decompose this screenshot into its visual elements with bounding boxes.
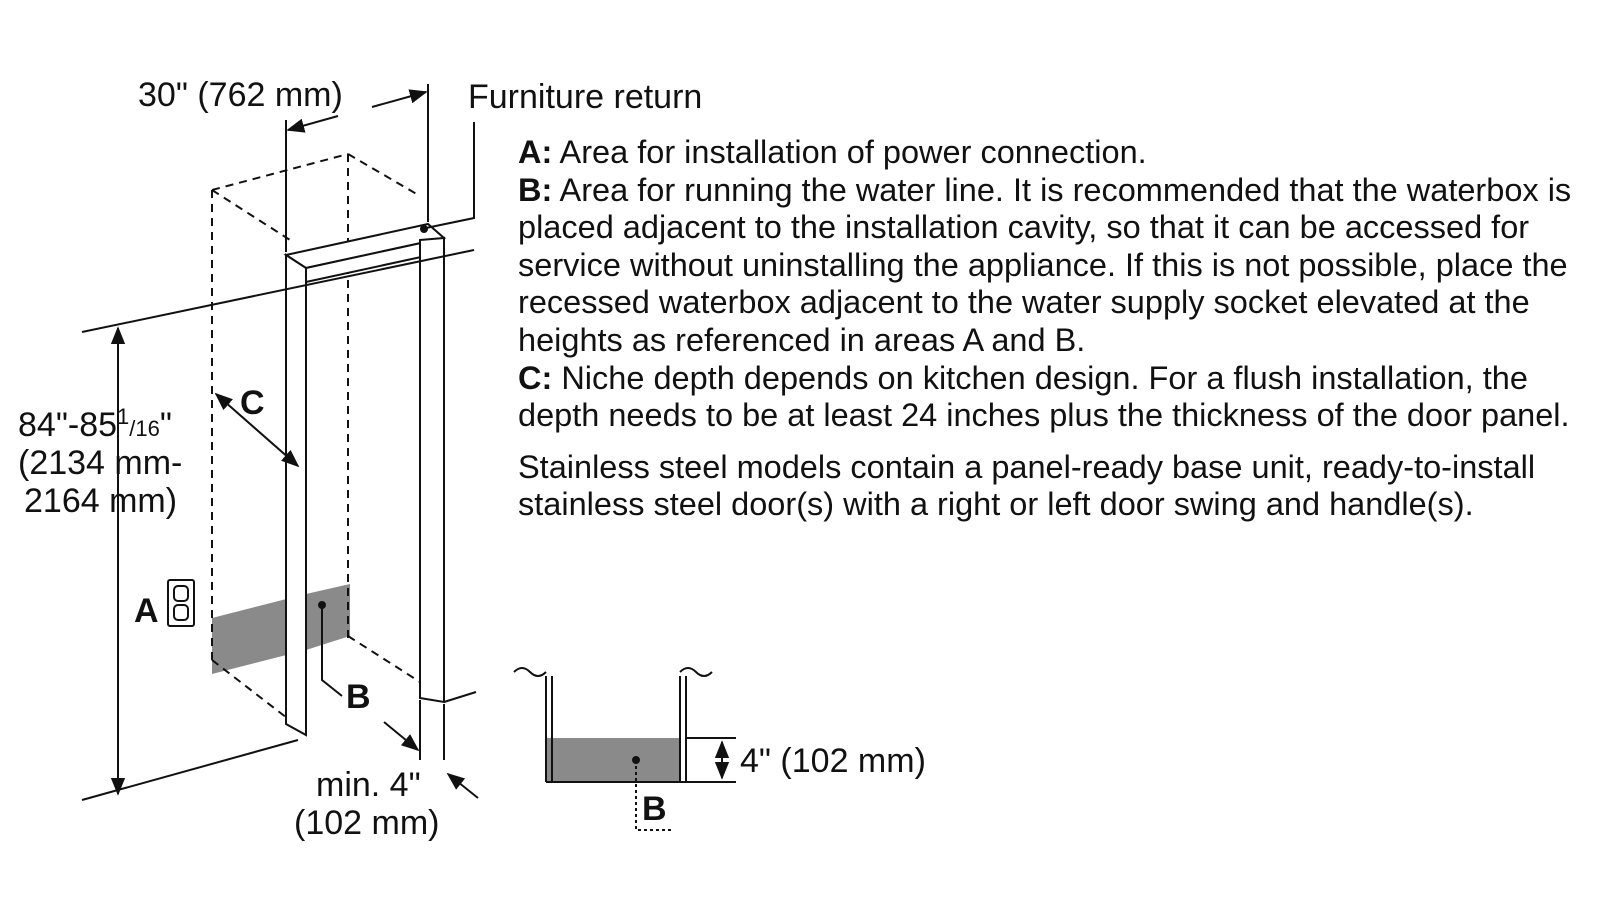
area-a-label: A	[134, 592, 159, 630]
ceiling-line	[81, 249, 475, 333]
width-arrow-right	[371, 89, 428, 108]
note-a: A: Area for installation of power connec…	[518, 134, 1147, 170]
floor-line	[81, 739, 299, 801]
waterbox-water-zone	[546, 738, 680, 782]
waterbox-detail	[513, 667, 736, 831]
furniture-frame	[283, 222, 477, 737]
furniture-return-leader	[425, 122, 475, 229]
width-label: 30" (762 mm)	[138, 76, 343, 114]
detail-height-label: 4" (102 mm)	[740, 742, 926, 780]
note-c: C: Niche depth depends on kitchen design…	[518, 359, 1570, 434]
width-arrow-left	[286, 115, 339, 133]
power-outlet-icon	[167, 579, 195, 627]
niche-outline	[211, 153, 421, 729]
height-label-line3: 2164 mm)	[24, 482, 177, 520]
min-depth-arrow-right	[446, 772, 479, 799]
area-c-label: C	[240, 384, 265, 422]
installation-notes: A: Area for installation of power connec…	[518, 134, 1593, 524]
area-b-label: B	[346, 678, 371, 716]
depth-c-arrow	[214, 392, 300, 468]
water-line-zone-rear	[306, 584, 350, 650]
height-label-line2: (2134 mm-	[18, 444, 182, 482]
cavity-drawing	[81, 84, 479, 801]
detail-b-label: B	[642, 790, 667, 828]
min-depth-arrow-left	[383, 721, 420, 752]
min-depth-label-line2: (102 mm)	[294, 804, 439, 842]
note-b: B: Area for running the water line. It i…	[518, 171, 1572, 358]
min-depth-label-line1: min. 4"	[316, 766, 421, 804]
note-stainless: Stainless steel models contain a panel-r…	[518, 448, 1536, 523]
furniture-return-label: Furniture return	[468, 78, 702, 116]
height-label-line1: 84"-851/16"	[18, 404, 172, 444]
water-line-zone	[212, 594, 306, 674]
b-leader	[321, 606, 343, 697]
